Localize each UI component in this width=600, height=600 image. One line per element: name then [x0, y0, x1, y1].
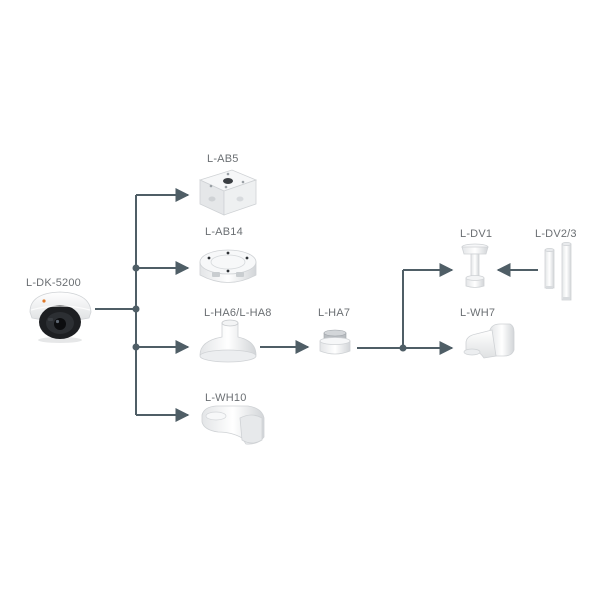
label-l-wh7: L-WH7: [460, 307, 495, 319]
label-l-dv2-3: L-DV2/3: [535, 228, 577, 240]
wh10-wall-bracket-image: [201, 405, 265, 445]
label-l-ha7: L-HA7: [318, 307, 350, 319]
wh7-wall-bracket-image: [463, 323, 515, 359]
label-l-dv1: L-DV1: [460, 228, 492, 240]
dome-camera-image: [29, 291, 92, 343]
labels: L-DK-5200 L-AB5 L-AB14 L-HA6/L-HA8 L-WH1…: [26, 153, 577, 404]
ab14-junction-box-image: [199, 249, 257, 283]
label-l-ab14: L-AB14: [205, 226, 243, 238]
label-l-wh10: L-WH10: [205, 392, 247, 404]
junction-dot: [132, 305, 140, 313]
label-l-dk-5200: L-DK-5200: [26, 277, 81, 289]
junction-dot: [399, 344, 407, 352]
ab5-junction-box-image: [198, 169, 258, 216]
label-l-ab5: L-AB5: [207, 153, 239, 165]
connectors: [95, 188, 538, 422]
junction-dot: [132, 264, 140, 272]
label-l-ha6-l-ha8: L-HA6/L-HA8: [204, 307, 272, 319]
ha7-adapter-image: [319, 329, 351, 355]
junction-dot: [132, 343, 140, 351]
dv2-dv3-extension-poles-image: [544, 242, 572, 301]
dv1-pendant-mount-image: [461, 243, 489, 288]
ha6-ha8-pendant-adapter-image: [199, 319, 257, 363]
